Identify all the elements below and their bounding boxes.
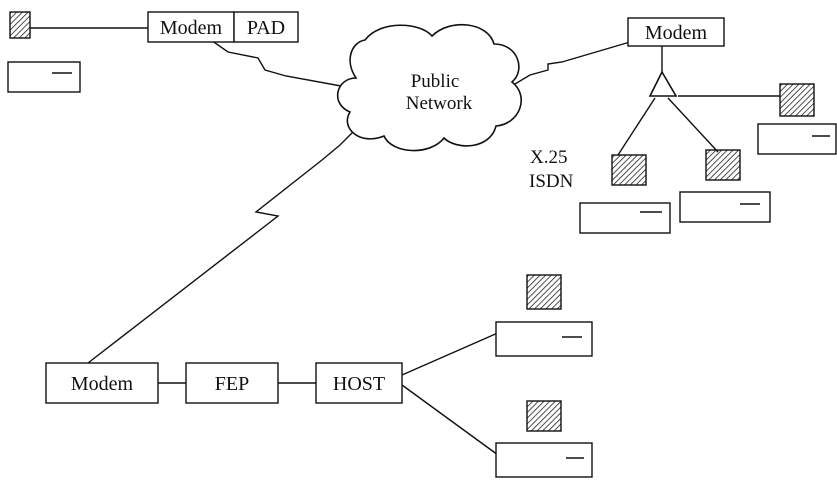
modem-right-label: Modem bbox=[645, 22, 708, 44]
host-box bbox=[315, 362, 403, 404]
modem-left-label: Modem bbox=[160, 17, 223, 39]
multiplexer-triangle bbox=[648, 70, 678, 97]
terminal-right-middle bbox=[679, 149, 771, 223]
terminal-keyboard bbox=[579, 202, 671, 234]
terminal-screen bbox=[526, 400, 562, 432]
modem-bottom-label: Modem bbox=[71, 373, 134, 395]
modem-left-box bbox=[147, 11, 235, 43]
terminal-keyboard bbox=[7, 61, 81, 93]
modem-right-box bbox=[627, 17, 725, 47]
cloud-label-line1: Public bbox=[411, 71, 460, 92]
terminal-host-lower bbox=[495, 400, 593, 478]
link-host-terminal-upper bbox=[401, 331, 501, 376]
fep-box bbox=[185, 362, 279, 404]
public-network-cloud bbox=[336, 23, 522, 152]
terminal-screen bbox=[779, 83, 815, 117]
pad-label: PAD bbox=[247, 17, 285, 39]
modem-bottom-box bbox=[45, 362, 159, 404]
zigzag-link-right bbox=[504, 41, 631, 91]
protocol-label-line1: X.25 bbox=[530, 147, 567, 168]
cloud-label-line2: Network bbox=[406, 93, 473, 114]
terminal-keyboard bbox=[757, 123, 837, 155]
fep-label: FEP bbox=[215, 373, 249, 395]
pad-box bbox=[233, 11, 299, 43]
modem-pad-box: Modem PAD bbox=[147, 11, 299, 43]
terminal-screen bbox=[611, 154, 647, 186]
terminal-screen bbox=[9, 11, 31, 39]
link-host-terminal-lower bbox=[401, 384, 499, 456]
terminal-right-far bbox=[757, 83, 837, 155]
zigzag-link-left bbox=[207, 37, 353, 89]
terminal-screen bbox=[705, 149, 741, 181]
protocol-label-line2: ISDN bbox=[529, 171, 574, 192]
terminal-right-left bbox=[579, 154, 671, 234]
link-triangle-left bbox=[617, 97, 656, 156]
host-label: HOST bbox=[333, 373, 385, 395]
terminal-keyboard bbox=[495, 442, 593, 478]
terminal-keyboard bbox=[679, 191, 771, 223]
terminal-host-upper bbox=[495, 274, 593, 357]
terminal-keyboard bbox=[495, 321, 593, 357]
terminal-top-left bbox=[7, 11, 81, 93]
terminal-screen bbox=[526, 274, 562, 310]
zigzag-link-bottom bbox=[87, 124, 361, 364]
link-triangle-middle bbox=[667, 97, 719, 153]
